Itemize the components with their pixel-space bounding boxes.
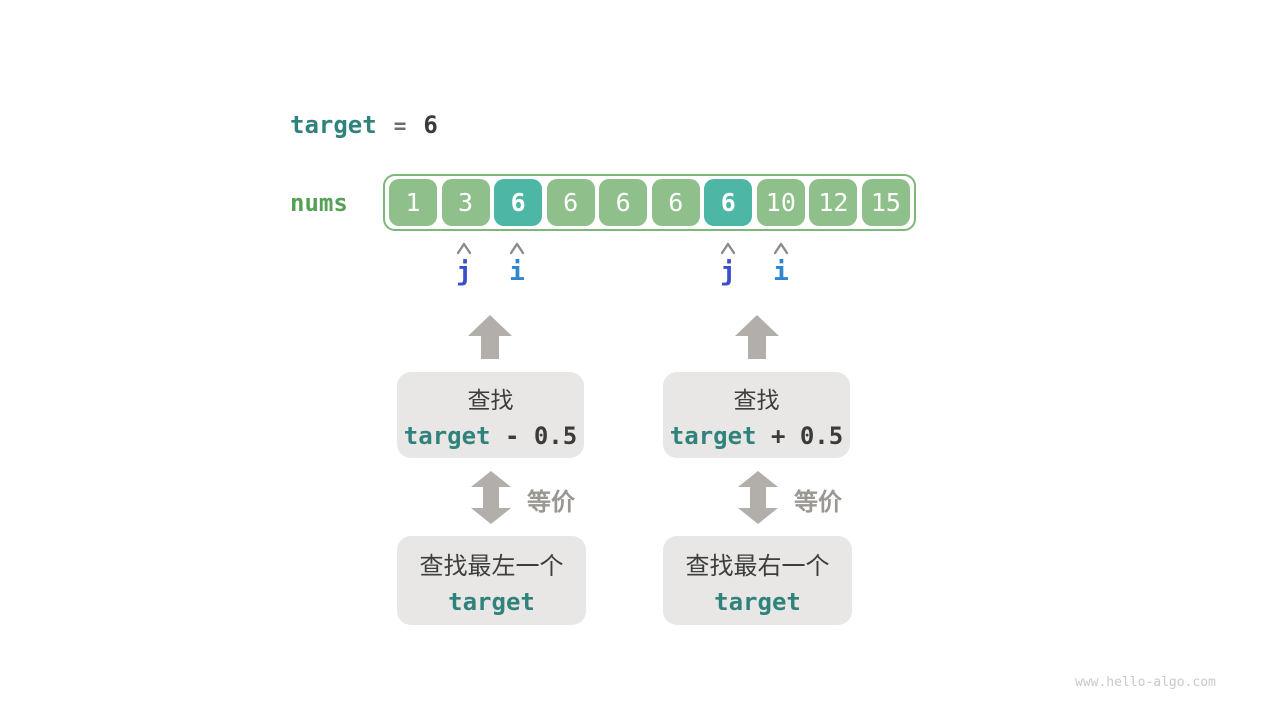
pointer-j-label: j (456, 257, 472, 287)
result-line1: 查找最右一个 (685, 552, 830, 580)
search-expression: target - 0.5 (404, 422, 577, 450)
equals-sign: = (393, 114, 407, 138)
target-assignment: target = 6 (290, 111, 438, 139)
expr-rest: + 0.5 (756, 421, 844, 450)
watermark: www.hello-algo.com (1075, 675, 1216, 690)
search-prefix: 查找 (733, 386, 780, 413)
up-arrow-icon (735, 315, 779, 359)
search-prefix: 查找 (467, 386, 514, 413)
array-cell: 6 (599, 179, 648, 226)
array-cell: 6 (651, 179, 700, 226)
target-keyword: target (290, 111, 377, 139)
array-cell: 10 (756, 179, 805, 226)
pointer-i-label: i (509, 257, 525, 287)
array-cell: 1 (389, 179, 437, 226)
caret-up-icon (720, 242, 736, 255)
array-container: 1 3 6 6 6 6 6 10 12 15 (383, 174, 916, 231)
pointer-j-label: j (720, 257, 736, 287)
array-cell: 6 (494, 179, 543, 226)
array-cell: 6 (546, 179, 595, 226)
result-target-keyword: target (714, 587, 801, 616)
array-cell: 12 (809, 179, 858, 226)
pointer-i-label: i (773, 257, 789, 287)
nums-label: nums (290, 189, 348, 217)
caret-up-icon (509, 242, 525, 255)
target-value: 6 (423, 111, 438, 139)
caret-up-icon (773, 242, 789, 255)
result-target-keyword: target (448, 587, 535, 616)
search-box-left: 查找 target - 0.5 (397, 372, 584, 458)
array-cell: 3 (441, 179, 490, 226)
double-arrow-icon (471, 471, 511, 524)
array-cell: 15 (861, 179, 910, 226)
caret-up-icon (456, 242, 472, 255)
expr-keyword: target (403, 421, 491, 450)
result-line1: 查找最左一个 (419, 552, 564, 580)
pointer-marker-right-j: j (706, 242, 750, 286)
array-cell: 6 (704, 179, 753, 226)
pointer-marker-left-j: j (442, 242, 486, 286)
expr-rest: - 0.5 (490, 421, 578, 450)
equiv-label: 等价 (794, 489, 842, 516)
pointer-marker-left-i: i (495, 242, 539, 286)
equiv-label: 等价 (527, 489, 575, 516)
pointer-marker-right-i: i (759, 242, 803, 286)
expr-keyword: target (669, 421, 757, 450)
result-box-right: 查找最右一个 target (663, 536, 852, 625)
result-box-left: 查找最左一个 target (397, 536, 586, 625)
double-arrow-icon (738, 471, 778, 524)
up-arrow-icon (468, 315, 512, 359)
search-box-right: 查找 target + 0.5 (663, 372, 850, 458)
search-expression: target + 0.5 (670, 422, 843, 450)
